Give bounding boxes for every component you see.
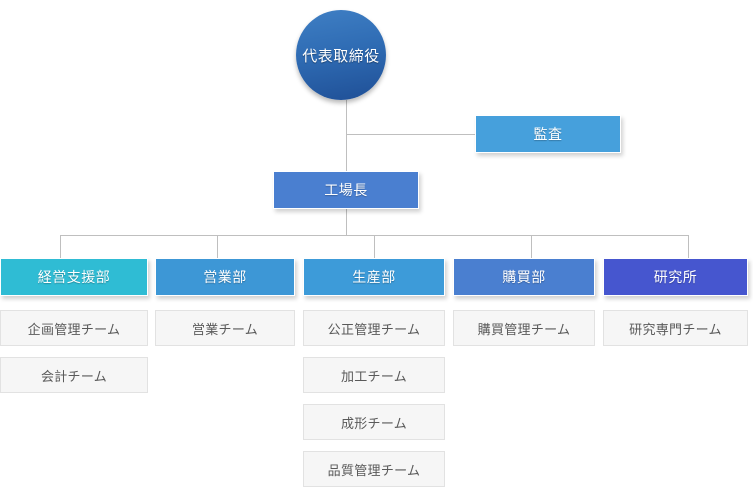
node-label-team-0-0: 企画管理チーム bbox=[27, 321, 121, 337]
node-team[interactable]: 企画管理チーム bbox=[0, 310, 148, 346]
node-label-department-0: 経営支援部 bbox=[37, 269, 111, 285]
node-team[interactable]: 研究専門チーム bbox=[603, 310, 748, 346]
node-label-team-2-1: 加工チーム bbox=[340, 368, 408, 384]
node-label-department-1: 営業部 bbox=[203, 269, 247, 285]
node-label-team-2-2: 成形チーム bbox=[340, 415, 408, 431]
node-factory-manager[interactable]: 工場長 bbox=[273, 171, 419, 209]
node-team[interactable]: 購買管理チーム bbox=[453, 310, 595, 346]
connector-drop-dept-5 bbox=[688, 235, 689, 258]
connector-factory-vertical bbox=[346, 209, 347, 236]
connector-drop-dept-1 bbox=[60, 235, 61, 258]
node-label-department-2: 生産部 bbox=[352, 269, 396, 285]
node-label-team-2-3: 品質管理チーム bbox=[327, 462, 421, 478]
node-team[interactable]: 成形チーム bbox=[303, 404, 445, 440]
node-team[interactable]: 加工チーム bbox=[303, 357, 445, 393]
node-label-team-2-0: 公正管理チーム bbox=[327, 321, 421, 337]
node-representative-director[interactable]: 代表取締役 bbox=[296, 10, 386, 100]
node-label-audit: 監査 bbox=[533, 126, 563, 142]
node-department-research[interactable]: 研究所 bbox=[603, 258, 748, 296]
node-label-factory-manager: 工場長 bbox=[324, 182, 368, 198]
node-team[interactable]: 営業チーム bbox=[155, 310, 295, 346]
node-team[interactable]: 公正管理チーム bbox=[303, 310, 445, 346]
node-label-team-4-0: 研究専門チーム bbox=[629, 321, 722, 337]
connector-drop-dept-3 bbox=[374, 235, 375, 258]
node-department-sales[interactable]: 営業部 bbox=[155, 258, 295, 296]
node-label-department-3: 購買部 bbox=[502, 269, 546, 285]
connector-drop-dept-2 bbox=[217, 235, 218, 258]
connector-drop-dept-4 bbox=[531, 235, 532, 258]
node-department-production[interactable]: 生産部 bbox=[303, 258, 445, 296]
node-label-team-0-1: 会計チーム bbox=[40, 368, 108, 384]
node-department-management-support[interactable]: 経営支援部 bbox=[0, 258, 148, 296]
node-label-team-3-0: 購買管理チーム bbox=[477, 321, 571, 337]
node-label-department-4: 研究所 bbox=[653, 269, 698, 285]
node-team[interactable]: 品質管理チーム bbox=[303, 451, 445, 487]
connector-ceo-vertical bbox=[346, 100, 347, 171]
node-label-team-1-0: 営業チーム bbox=[191, 321, 259, 337]
node-department-purchasing[interactable]: 購買部 bbox=[453, 258, 595, 296]
node-label-representative-director: 代表取締役 bbox=[302, 47, 380, 65]
node-team[interactable]: 会計チーム bbox=[0, 357, 148, 393]
connector-audit-horizontal bbox=[346, 134, 475, 135]
node-audit[interactable]: 監査 bbox=[475, 115, 621, 153]
